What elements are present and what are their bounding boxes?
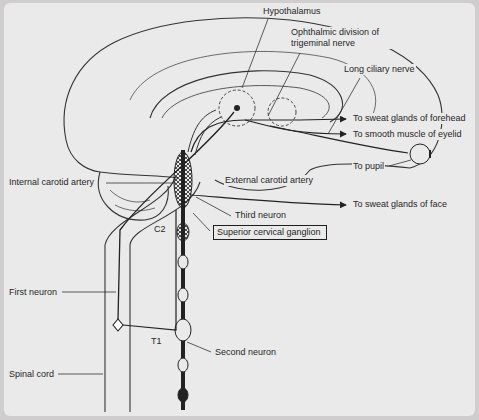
- hypothalamus-nucleus: [234, 105, 240, 111]
- forehead-fibre: [191, 119, 346, 152]
- eye: [410, 144, 430, 164]
- chain-ganglion: [178, 255, 188, 269]
- internal-carotid: [188, 110, 221, 155]
- artery-label: Internal carotid artery: [8, 177, 95, 188]
- second-neuron: [123, 210, 176, 330]
- structure-label: Spinal cord: [8, 369, 55, 380]
- chain-ganglion: [178, 358, 188, 372]
- first-neuron-synapse: [113, 319, 123, 331]
- leader-line: [196, 197, 231, 216]
- target-label: To sweat glands of face: [352, 199, 448, 210]
- ganglion-box: Superior cervical ganglion: [213, 225, 327, 240]
- level-label: T1: [150, 336, 163, 347]
- brainstem-cord-right: [130, 182, 200, 412]
- leader-line: [328, 78, 360, 134]
- nerve-label: Ophthalmic division of trigeminal nerve: [290, 27, 392, 49]
- superior-cervical-ganglion: [174, 152, 192, 208]
- leader-line: [62, 292, 116, 293]
- neuron-label: First neuron: [8, 287, 58, 298]
- leader-line: [389, 160, 411, 166]
- target-label: To pupil: [352, 161, 385, 172]
- brainstem-cord-left: [105, 178, 175, 412]
- face-fibre: [191, 195, 346, 205]
- eyelid-fibre: [245, 120, 346, 134]
- page-ground: [4, 3, 475, 416]
- pituitary-circle: [268, 98, 296, 126]
- t1-ganglion: [175, 319, 191, 341]
- artery-label: External carotid artery: [224, 175, 314, 186]
- target-label: To sweat glands of forehead: [352, 113, 467, 124]
- chain-ganglia: [174, 152, 192, 402]
- internal-carotid-wall: [188, 110, 216, 152]
- target-label: To smooth muscle of eyelid: [352, 129, 463, 140]
- neuron-label: Third neuron: [234, 210, 287, 221]
- corpus-callosum: [150, 71, 343, 122]
- nerve-label: Long ciliary nerve: [343, 64, 416, 75]
- cervical-ganglion: [177, 223, 189, 241]
- neuron-label: Second neuron: [214, 347, 277, 358]
- second-neuron-axon: [123, 210, 176, 330]
- leader-line: [193, 213, 210, 231]
- chain-ganglion: [178, 288, 188, 302]
- eyeball: [410, 144, 430, 164]
- leader-line: [268, 53, 300, 116]
- cerebrum-outline: [64, 18, 442, 190]
- chain-ganglion: [178, 388, 188, 402]
- node-text: Superior cervical ganglion: [217, 227, 323, 238]
- leader-line: [187, 342, 211, 352]
- level-label: C2: [153, 224, 167, 235]
- leader-line: [106, 183, 176, 184]
- leader-line: [58, 374, 103, 375]
- cerebellum-folia: [110, 190, 155, 211]
- pupil-mark: [429, 150, 431, 158]
- structure-label: Hypothalamus: [262, 6, 322, 17]
- corpus-callosum-inner: [162, 86, 329, 118]
- cingulate-gyrus: [130, 51, 376, 120]
- brain-outline-group: [64, 18, 442, 412]
- leader-line: [242, 19, 268, 88]
